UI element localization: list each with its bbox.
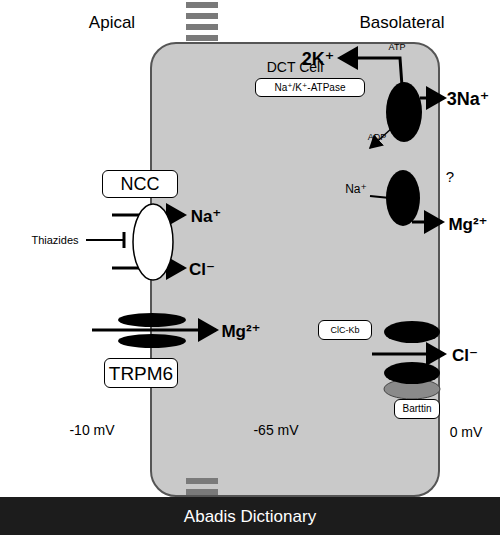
channel-subunit xyxy=(118,313,186,327)
voltage-label: -65 mV xyxy=(253,423,298,437)
voltage-label: -10 mV xyxy=(69,423,114,437)
ion-label: 2K⁺ xyxy=(302,50,335,68)
channel-subunit xyxy=(118,334,186,348)
ncc-transporter xyxy=(133,204,173,280)
channel-label: ClC-Kb xyxy=(318,320,372,340)
atpase-pump xyxy=(386,82,422,142)
side-label: Apical xyxy=(89,14,135,31)
box-text: ClC-Kb xyxy=(330,326,359,335)
molecule-label: ADP xyxy=(368,133,387,142)
unknown-mark: ? xyxy=(446,169,454,184)
watermark-band: Abadis Dictionary xyxy=(0,497,500,535)
magnesium-in-arrow xyxy=(92,329,216,332)
junction-bar xyxy=(186,478,218,484)
channel-subunit xyxy=(384,362,440,384)
inhibition-bar xyxy=(123,232,126,248)
ion-label: 3Na⁺ xyxy=(447,90,490,108)
ion-label: Na⁺ xyxy=(191,208,222,225)
box-text: TRPM6 xyxy=(109,364,173,383)
junction-bar xyxy=(186,489,218,495)
ion-label: Cl⁻ xyxy=(189,261,215,278)
channel-label: TRPM6 xyxy=(104,358,178,388)
subunit-label: Barttin xyxy=(394,399,440,419)
sodium-out-arrow xyxy=(420,97,444,100)
inhibition-line xyxy=(86,239,124,241)
exchanger xyxy=(386,170,420,226)
side-label: Basolateral xyxy=(359,14,444,31)
pump-label: Na⁺/K⁺-ATPase xyxy=(255,78,365,97)
box-text: Barttin xyxy=(403,404,432,414)
box-text: Na⁺/K⁺-ATPase xyxy=(275,83,346,93)
ion-label: Mg²⁺ xyxy=(221,323,260,340)
drug-label: Thiazides xyxy=(31,235,78,246)
junction-bar xyxy=(186,13,218,19)
channel-subunit xyxy=(384,321,440,343)
junction-bar xyxy=(186,35,218,41)
transporter-label: NCC xyxy=(102,170,178,198)
voltage-label: 0 mV xyxy=(450,425,483,439)
box-text: NCC xyxy=(121,175,160,193)
watermark-text: Abadis Dictionary xyxy=(184,508,316,525)
ion-label: Mg²⁺ xyxy=(448,216,487,233)
junction-bar xyxy=(186,24,218,30)
ion-label: Cl⁻ xyxy=(452,347,478,364)
magnesium-out-arrow xyxy=(412,221,442,224)
molecule-label: ATP xyxy=(389,43,406,52)
chloride-out-arrow xyxy=(372,353,444,356)
junction-bar xyxy=(186,2,218,8)
ion-label: Na⁺ xyxy=(345,183,367,195)
